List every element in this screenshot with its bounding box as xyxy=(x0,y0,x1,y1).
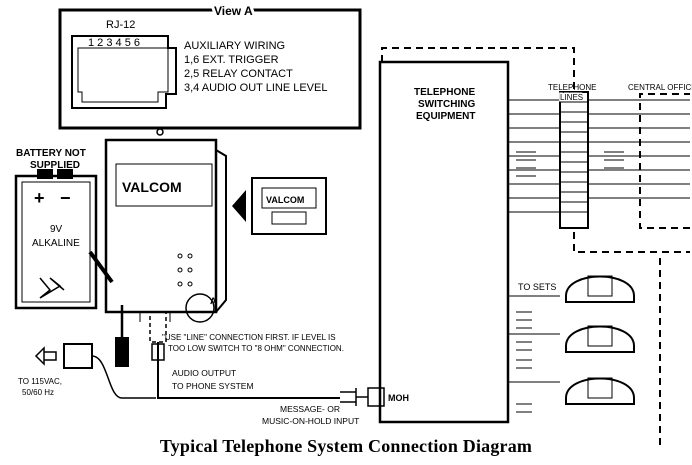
valcom-device xyxy=(104,138,218,314)
view-a-title: View A xyxy=(214,4,253,18)
tel-lines-label-2: LINES xyxy=(560,93,583,102)
equipment-label-2: SWITCHING xyxy=(418,99,475,110)
power-label-1: TO 115VAC, xyxy=(18,377,62,386)
battery-voltage: 9V xyxy=(50,224,63,235)
view-a-box xyxy=(58,8,362,130)
cassette-tape xyxy=(251,177,327,235)
battery-plus: + xyxy=(34,188,45,208)
aux-wiring-title: AUXILIARY WIRING xyxy=(184,40,285,52)
telephone-set-3 xyxy=(565,377,635,405)
switching-equipment xyxy=(378,60,510,424)
device-brand: VALCOM xyxy=(122,179,182,195)
battery-minus: − xyxy=(60,188,71,208)
rj12-jack xyxy=(71,35,177,109)
battery xyxy=(14,174,98,310)
note-line-1: "USE "LINE" CONNECTION FIRST. IF LEVEL I… xyxy=(162,333,336,342)
wiring-line-2: 2,5 RELAY CONTACT xyxy=(184,68,293,80)
view-a-pointer xyxy=(185,293,215,323)
cassette-brand: VALCOM xyxy=(266,195,304,205)
tel-lines-label-1: TELEPHONE xyxy=(548,83,596,92)
note-line-2: TOO LOW SWITCH TO "8 OHM" CONNECTION. xyxy=(168,344,344,353)
wiring-line-1: 1,6 EXT. TRIGGER xyxy=(184,54,279,66)
battery-note-1: BATTERY NOT xyxy=(16,148,86,159)
moh-label: MOH xyxy=(388,393,409,403)
audio-output-1: AUDIO OUTPUT xyxy=(172,368,236,378)
power-adapter xyxy=(34,343,156,399)
audio-output-2: TO PHONE SYSTEM xyxy=(172,381,254,391)
wiring-line-3: 3,4 AUDIO OUT LINE LEVEL xyxy=(184,82,327,94)
power-label-2: 50/60 Hz xyxy=(22,388,54,397)
telephone-set-2 xyxy=(565,325,635,353)
moh-input-box xyxy=(367,387,385,407)
moh-input-2: MUSIC-ON-HOLD INPUT xyxy=(262,416,359,426)
diagram-caption: Typical Telephone System Connection Diag… xyxy=(159,436,533,456)
equipment-label-3: EQUIPMENT xyxy=(416,111,475,122)
pin-numbers: 1 2 3 4 5 6 xyxy=(88,37,140,49)
moh-input-1: MESSAGE- OR xyxy=(280,404,340,414)
view-a-pointer-label: A xyxy=(210,296,217,306)
equipment-label-1: TELEPHONE xyxy=(414,87,475,98)
to-sets-label: TO SETS xyxy=(518,282,556,292)
rj12-label: RJ-12 xyxy=(106,19,135,31)
telephone-set-1 xyxy=(565,275,635,303)
battery-type: ALKALINE xyxy=(32,238,80,249)
central-office-label: CENTRAL OFFICE xyxy=(628,83,692,92)
telephone-lines-block xyxy=(559,91,589,229)
battery-note-2: SUPPLIED xyxy=(30,160,80,171)
